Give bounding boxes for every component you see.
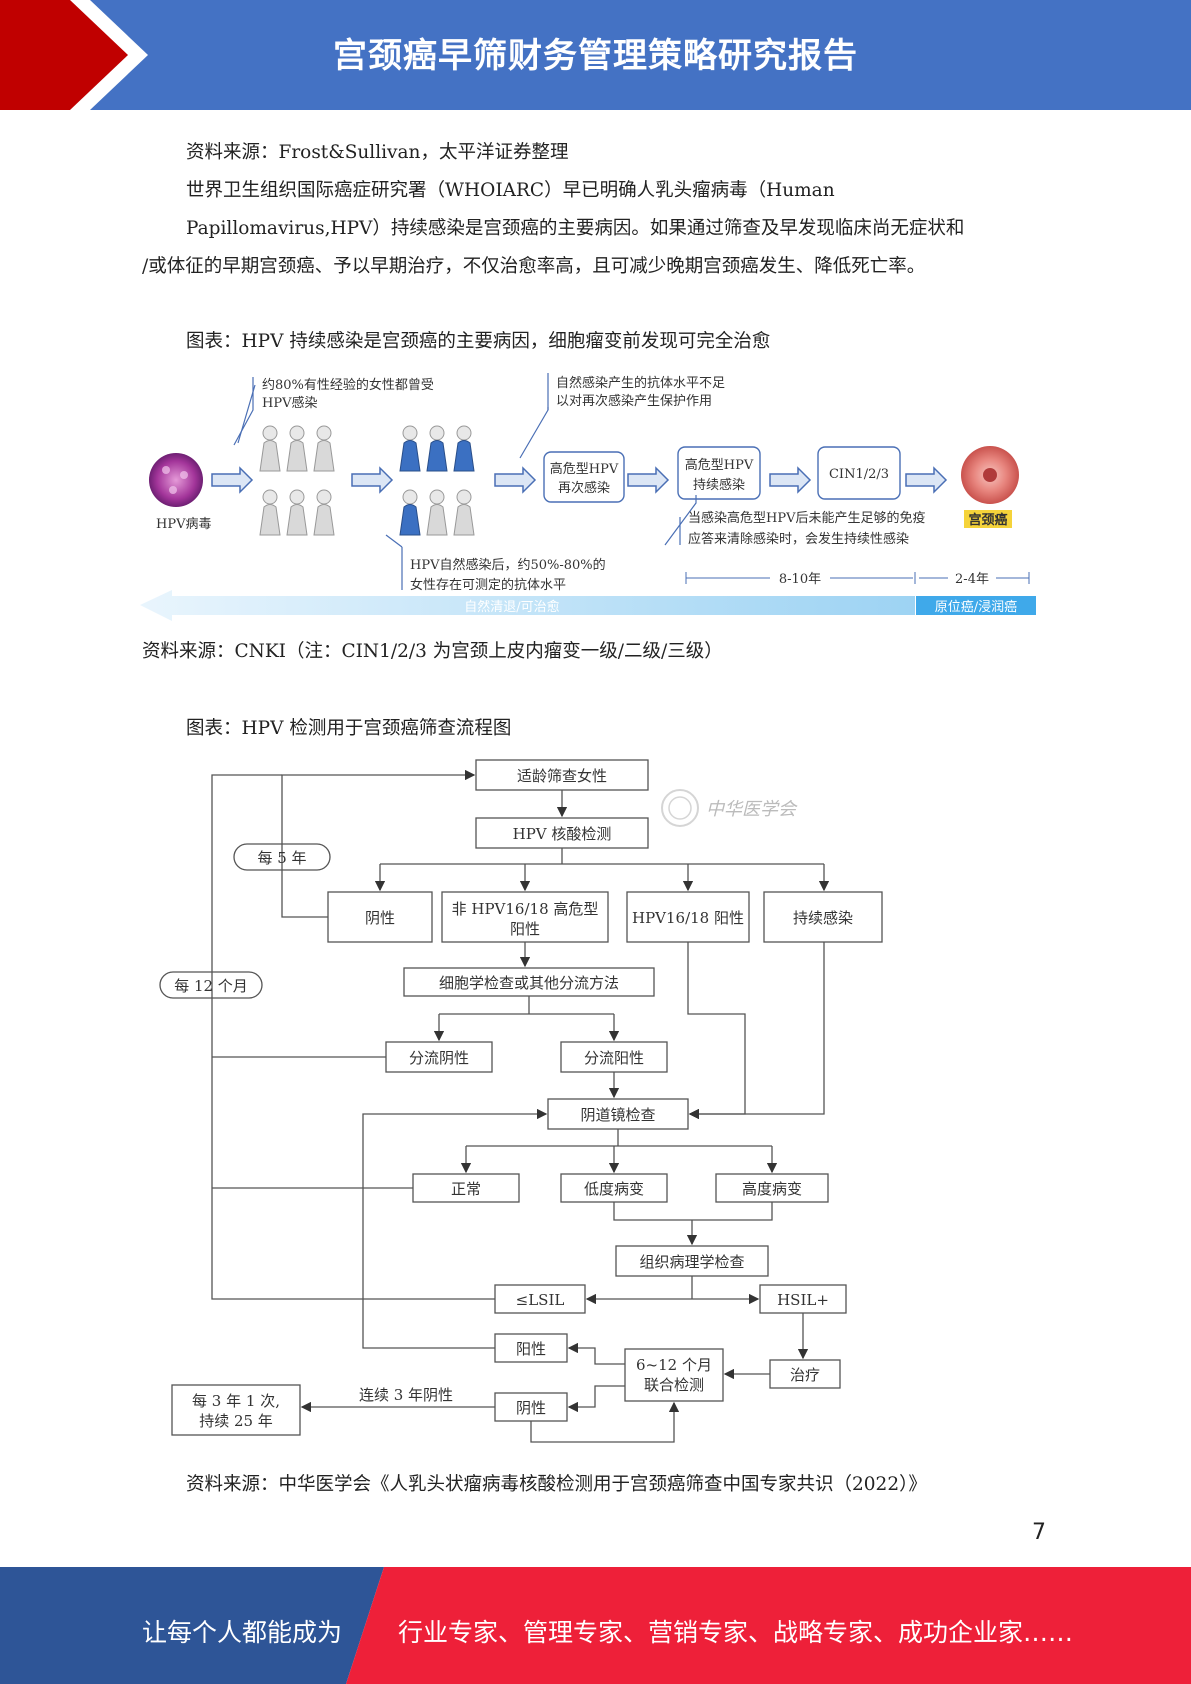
figure2-caption: 图表：HPV 检测用于宫颈癌筛查流程图 xyxy=(186,718,512,739)
page-header: 宫颈癌早筛财务管理策略研究报告 xyxy=(0,0,1191,110)
label-persistent: 持续感染 xyxy=(793,909,853,927)
span-2-4: 2-4年 xyxy=(955,572,989,587)
box-persistent-l2: 持续感染 xyxy=(693,477,745,493)
page-title: 宫颈癌早筛财务管理策略研究报告 xyxy=(333,36,858,76)
label-consecutive: 连续 3 年阴性 xyxy=(359,1386,453,1404)
footer-left-text: 让每个人都能成为 xyxy=(142,1618,343,1647)
virus-label: HPV病毒 xyxy=(156,517,211,532)
label-every12: 每 12 个月 xyxy=(174,977,248,995)
label-hpv-test: HPV 核酸检测 xyxy=(513,825,612,843)
label-hpv1618: HPV16/18 阳性 xyxy=(632,909,744,927)
span-8-10: 8-10年 xyxy=(779,572,821,587)
note-top-1: 约80%有性经验的女性都曾受 xyxy=(262,377,434,393)
watermark xyxy=(661,789,699,827)
box-reinfection-l1: 高危型HPV xyxy=(550,461,619,477)
note-bottom-1: HPV自然感染后，约50%-80%的 xyxy=(410,557,606,573)
label-positive: 阳性 xyxy=(516,1340,546,1358)
label-every3-l1: 每 3 年 1 次, xyxy=(192,1392,280,1410)
label-lsil: ≤LSIL xyxy=(516,1291,565,1309)
figure2-source: 资料来源：中华医学会《人乳头状瘤病毒核酸检测用于宫颈癌筛查中国专家共识（2022… xyxy=(186,1474,927,1495)
page-number: 7 xyxy=(1032,1520,1046,1545)
intro-line-1: 世界卫生组织国际癌症研究署（WHOIARC）早已明确人乳头瘤病毒（Human xyxy=(186,180,835,201)
stage-arrows xyxy=(211,466,948,494)
box-reinfection xyxy=(543,451,625,503)
label-histology: 组织病理学检查 xyxy=(639,1253,744,1271)
watermark-text: 中华医学会 xyxy=(706,799,798,820)
label-normal: 正常 xyxy=(451,1180,481,1198)
box-persistent-l1: 高危型HPV xyxy=(685,457,754,473)
node-persistent xyxy=(763,891,883,943)
note-antibody-2: 以对再次感染产生保护作用 xyxy=(556,393,712,409)
label-high: 高度病变 xyxy=(742,1180,802,1198)
header-arrow-decoration xyxy=(0,0,148,110)
node-every12 xyxy=(159,971,263,999)
label-hsil: HSIL+ xyxy=(777,1291,829,1309)
cancer-label-bg xyxy=(964,510,1012,528)
women-group-1 xyxy=(259,425,335,536)
label-eligible: 适龄筛查女性 xyxy=(517,767,607,785)
note-bottom-2: 女性存在可测定的抗体水平 xyxy=(410,577,566,593)
box-reinfection-l2: 再次感染 xyxy=(558,480,610,496)
women-group-2 xyxy=(399,425,475,536)
label-non1618-l1: 非 HPV16/18 高危型 xyxy=(452,900,599,918)
intro-line-3: /或体征的早期宫颈癌、予以早期治疗，不仅治愈率高，且可减少晚期宫颈癌发生、降低死… xyxy=(142,256,926,277)
label-triage-pos: 分流阳性 xyxy=(584,1049,644,1067)
label-low: 低度病变 xyxy=(584,1180,644,1198)
node-every3 xyxy=(171,1384,301,1436)
note-persist-1: 当感染高危型HPV后未能产生足够的免疫 xyxy=(688,510,925,526)
label-cotest-l2: 联合检测 xyxy=(644,1376,704,1394)
label-every5: 每 5 年 xyxy=(257,849,306,867)
label-cotest-l1: 6~12 个月 xyxy=(636,1356,712,1374)
box-persistent xyxy=(677,446,761,500)
bar-right-label: 原位癌/浸润癌 xyxy=(935,599,1017,615)
figure1-infographic: HPV病毒 约80%有性经验的女性都曾受 HPV感染 自然感染产生的抗体水平不足… xyxy=(140,373,1036,621)
bar-left-label: 自然清退/可治愈 xyxy=(464,599,559,615)
box-cin xyxy=(817,446,901,500)
box-cin-label: CIN1/2/3 xyxy=(829,467,889,482)
label-cytology: 细胞学检查或其他分流方法 xyxy=(439,974,619,992)
label-treatment: 治疗 xyxy=(790,1366,820,1384)
page-footer xyxy=(0,1567,1191,1684)
node-cotest xyxy=(624,1348,724,1402)
source-line-1: 资料来源：Frost&Sullivan，太平洋证券整理 xyxy=(186,142,569,163)
cervix-icon xyxy=(961,446,1019,504)
label-colposcopy: 阴道镜检查 xyxy=(580,1106,655,1124)
cancer-label: 宫颈癌 xyxy=(968,512,1007,528)
figure1-caption: 图表：HPV 持续感染是宫颈癌的主要病因，细胞瘤变前发现可完全治愈 xyxy=(186,331,771,352)
intro-line-2: Papillomavirus,HPV）持续感染是宫颈癌的主要病因。如果通过筛查及… xyxy=(186,218,965,239)
note-antibody-1: 自然感染产生的抗体水平不足 xyxy=(556,375,725,391)
label-every3-l2: 持续 25 年 xyxy=(199,1412,273,1430)
figure1-source: 资料来源：CNKI（注：CIN1/2/3 为宫颈上皮内瘤变一级/二级/三级） xyxy=(142,641,723,662)
note-persist-2: 应答来清除感染时，会发生持续性感染 xyxy=(688,531,909,547)
figure2-flowchart: 中华医学会 适龄筛查女性 HPV 核酸检测 阴性 非 HPV16/18 高危型 … xyxy=(159,759,883,1443)
label-non1618-l2: 阳性 xyxy=(510,920,540,938)
label-negative: 阴性 xyxy=(365,909,395,927)
note-top-2: HPV感染 xyxy=(262,395,317,411)
footer-right-text: 行业专家、管理专家、营销专家、战略专家、成功企业家…… xyxy=(398,1618,1074,1647)
label-triage-neg: 分流阴性 xyxy=(409,1049,469,1067)
virus-icon xyxy=(149,453,203,507)
timeline-bar xyxy=(140,590,915,621)
timeline-bar-dark xyxy=(916,596,1036,615)
label-negative2: 阴性 xyxy=(516,1399,546,1417)
